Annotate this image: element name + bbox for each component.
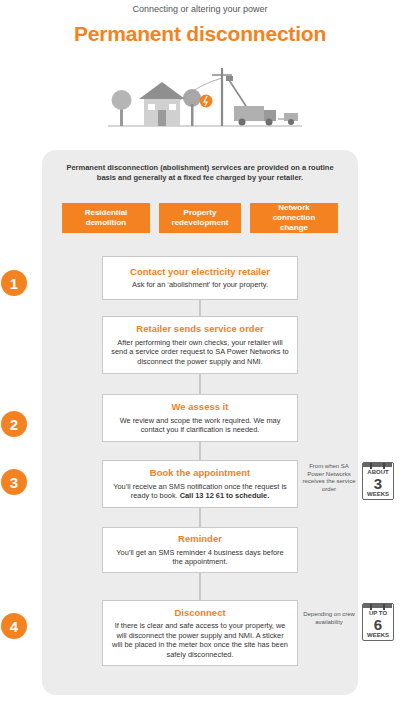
category-box: Residential demolition: [62, 203, 150, 233]
intro-text: Permanent disconnection (abolishment) se…: [42, 150, 358, 183]
calendar-strip: [363, 463, 392, 467]
step-number: 2: [1, 411, 27, 437]
tree-trunk: [191, 104, 194, 126]
process-box: Disconnect If there is clear and safe acc…: [102, 600, 298, 666]
truck-body: [234, 106, 264, 121]
step-description: If there is clear and safe access to you…: [112, 621, 288, 659]
calendar-ring: [383, 463, 385, 469]
house-roof: [139, 82, 185, 99]
calendar-badge: ABOUT3WEEKS: [362, 462, 394, 500]
step-heading: Disconnect: [111, 607, 289, 619]
step-heading: Retailer sends service order: [111, 323, 289, 335]
flow-connector: [200, 442, 201, 460]
tree-crown: [112, 90, 132, 110]
truck-bucket: [226, 76, 233, 81]
house-door: [158, 110, 166, 126]
trailer-wheel: [288, 119, 294, 125]
timing-note: From when SA Power Networks receives the…: [300, 463, 358, 493]
step-number: 4: [1, 613, 27, 639]
process-box: Retailer sends service orderAfter perfor…: [102, 316, 298, 374]
step-call-to-action: Call 13 12 61 to schedule.: [180, 491, 270, 501]
step-heading: Contact your electricity retailer: [111, 266, 289, 278]
callout-number: 4: [10, 618, 18, 635]
service-wire: [180, 78, 222, 100]
duration-text: 3: [374, 476, 382, 491]
pole-crossbar: [212, 74, 232, 76]
duration-text: WEEKS: [367, 491, 389, 498]
step-heading: Reminder: [111, 533, 289, 545]
step-description: We review and scope the work required. W…: [120, 416, 281, 435]
power-bolt: [204, 96, 207, 106]
process-box: Contact your electricity retailerAsk for…: [102, 256, 298, 300]
step-body: You’ll get an SMS reminder 4 business da…: [111, 548, 289, 567]
category-box: Network connection change: [250, 203, 338, 233]
page-title: Permanent disconnection: [0, 22, 400, 46]
duration-text: 6: [374, 617, 382, 632]
calendar-ring: [383, 604, 385, 610]
step-description: You’ll get an SMS reminder 4 business da…: [116, 548, 283, 567]
power-icon: [200, 95, 213, 108]
flow-connector: [200, 508, 201, 527]
step-heading: Book the appointment: [111, 467, 289, 479]
callout-number: 1: [10, 275, 18, 292]
truck-boom: [229, 80, 246, 106]
step-body: Ask for an ‘abolishment’ for your proper…: [111, 280, 289, 290]
trailer-hitch: [278, 119, 284, 120]
duration-text: UP TO: [369, 610, 387, 617]
ground-line: [108, 125, 302, 127]
flow-connector: [200, 573, 201, 600]
house-wall: [144, 99, 180, 126]
category-label: Network connection change: [258, 203, 330, 233]
step-body: You’ll receive an SMS notification once …: [111, 482, 289, 501]
category-label: Property redevelopment: [167, 208, 233, 228]
process-box: We assess it We review and scope the work…: [102, 394, 298, 442]
category-box: Property redevelopment: [159, 203, 241, 233]
timing-note: Depending on crew availability: [300, 611, 358, 626]
calendar-badge: UP TO6WEEKS: [362, 603, 394, 641]
step-body: We review and scope the work required. W…: [111, 416, 289, 435]
step-body: After performing their own checks, your …: [111, 338, 289, 367]
house-window: [169, 104, 176, 110]
callout-number: 3: [10, 474, 18, 491]
step-heading: We assess it: [111, 401, 289, 413]
truck-wheel: [266, 119, 273, 126]
illustration: [0, 0, 400, 140]
category-label: Residential demolition: [70, 208, 142, 228]
calendar-strip: [363, 604, 392, 608]
step-number: 1: [1, 270, 27, 296]
step-description: After performing their own checks, your …: [111, 338, 288, 366]
step-body: If there is clear and safe access to you…: [111, 621, 289, 660]
step-description: Ask for an ‘abolishment’ for your proper…: [132, 280, 268, 289]
calendar-ring: [370, 463, 372, 469]
process-box: ReminderYou’ll get an SMS reminder 4 bus…: [102, 527, 298, 573]
flow-connector: [200, 300, 201, 316]
calendar-ring: [370, 604, 372, 610]
process-box: Book the appointmentYou’ll receive an SM…: [102, 460, 298, 508]
power-pole: [221, 68, 223, 126]
section-kicker: Connecting or altering your power: [0, 4, 400, 15]
house-window: [148, 104, 155, 110]
callout-number: 2: [10, 416, 18, 433]
flow-connector: [200, 374, 201, 394]
truck-wheel: [239, 119, 246, 126]
duration-text: ABOUT: [367, 469, 388, 476]
step-number: 3: [1, 469, 27, 495]
duration-text: WEEKS: [367, 632, 389, 639]
